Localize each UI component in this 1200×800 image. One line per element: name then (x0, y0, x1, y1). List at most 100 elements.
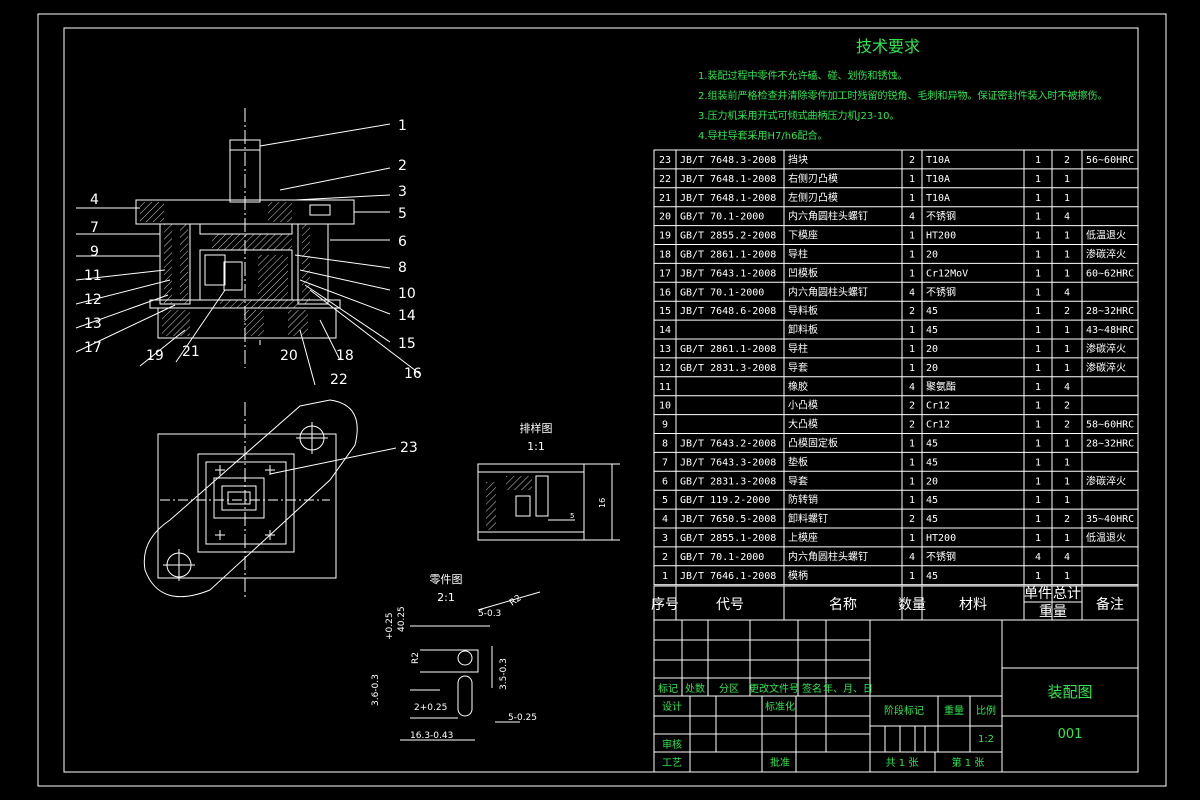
bom-cell-remarks: 56~60HRC (1086, 155, 1134, 166)
bom-cell-remarks: 渗碳淬火 (1086, 474, 1126, 487)
bom-cell-code: GB/T 70.1-2000 (680, 287, 764, 298)
bom-cell-total: 2 (1064, 401, 1070, 412)
bom-cell-no: 2 (662, 552, 668, 563)
bom-cell-material: 45 (926, 571, 938, 582)
bom-h-total: 总计 (1053, 586, 1081, 602)
title-block: 标记 处数 分区 更改文件号 签名 年、月、日 设计 标准化 阶段标记 重量 比… (653, 619, 1139, 773)
bom-cell-total: 1 (1064, 476, 1070, 487)
bom-cell-no: 15 (659, 306, 671, 317)
dim-3-5: 3.5-0.3 (499, 658, 509, 690)
bom-header: 序号 代号 名称 数量 材料 单件 总计 重量 备注 (651, 585, 1139, 621)
bom-cell-name: 小凸模 (788, 400, 818, 412)
tb-zone: 分区 (719, 683, 739, 695)
bom-h-single: 单件 (1024, 586, 1052, 602)
bom-cell-no: 4 (662, 514, 668, 525)
bom-cell-single: 1 (1035, 325, 1041, 336)
die-plate-outline (197, 453, 295, 553)
bom-cell-total: 4 (1064, 552, 1070, 563)
bom-cell-material: Cr12 (926, 420, 950, 431)
bom-cell-single: 1 (1035, 495, 1041, 506)
bom-cell-no: 12 (659, 363, 671, 374)
guide-sleeve-right (297, 223, 329, 305)
bom-cell-single: 1 (1035, 231, 1041, 242)
tech-requirements: 技术要求 1.装配过程中零件不允许磕、碰、划伤和锈蚀。 2.组装前严格检查并清除… (698, 37, 1108, 142)
bom-cell-remarks: 35~40HRC (1086, 514, 1134, 525)
svg-text:16: 16 (598, 498, 607, 508)
bom-cell-name: 垫板 (788, 455, 808, 468)
guide-sleeve (159, 223, 191, 305)
layout-scale: 1:1 (527, 440, 545, 453)
bom-cell-name: 右侧刃凸模 (788, 172, 838, 185)
bom-cell-single: 1 (1035, 287, 1041, 298)
bom-cell-code: JB/T 7648.3-2008 (680, 155, 776, 166)
bom-cell-name: 内六角圆柱头螺钉 (788, 285, 868, 298)
dim-radius-1: R2 (508, 593, 524, 608)
dim-3-6: 3.6-0.3 (371, 674, 381, 706)
tb-scale-label: 比例 (976, 704, 996, 717)
bom-cell-total: 1 (1064, 439, 1070, 450)
bom-cell-remarks: 渗碳淬火 (1086, 248, 1126, 261)
bom-cell-total: 1 (1064, 231, 1070, 242)
bom-cell-no: 21 (659, 193, 671, 204)
callout-7: 7 (90, 220, 99, 236)
bom-cell-code: GB/T 2861.1-2008 (680, 250, 776, 261)
bom-cell-single: 1 (1035, 306, 1041, 317)
callout-9: 9 (90, 244, 99, 260)
bom-cell-total: 1 (1064, 344, 1070, 355)
bom-cell-no: 9 (662, 420, 668, 431)
bom-cell-single: 1 (1035, 212, 1041, 223)
bom-cell-name: 导柱 (788, 248, 808, 261)
bom-cell-single: 1 (1035, 155, 1041, 166)
callout-20: 20 (280, 348, 298, 364)
bom-cell-code: JB/T 7643.2-2008 (680, 439, 776, 450)
callout-16: 16 (404, 366, 422, 382)
bom-cell-name: 左侧刃凸模 (788, 191, 838, 204)
bom-cell-material: T10A (926, 155, 950, 166)
bom-h-material: 材料 (959, 597, 987, 613)
callout-15: 15 (398, 336, 416, 352)
tech-item-1: 1.装配过程中零件不允许磕、碰、划伤和锈蚀。 (698, 69, 908, 82)
bom-cell-code: GB/T 119.2-2000 (680, 495, 770, 506)
bom-cell-no: 14 (659, 325, 671, 336)
bom-cell-no: 11 (659, 382, 671, 393)
bom-cell-material: 不锈钢 (926, 210, 956, 223)
bom-cell-material: 20 (926, 250, 938, 261)
bom-cell-qty: 4 (909, 212, 915, 223)
bom-cell-code: JB/T 7650.5-2008 (680, 514, 776, 525)
part-title: 零件图 (430, 573, 463, 586)
tb-total-sheets: 共 1 张 (886, 757, 919, 769)
bom-cell-qty: 4 (909, 552, 915, 563)
bom-cell-single: 1 (1035, 571, 1041, 582)
bom-cell-qty: 1 (909, 533, 915, 544)
tb-design: 设计 (662, 700, 682, 713)
bom-cell-no: 7 (662, 457, 668, 468)
bom-cell-single: 1 (1035, 533, 1041, 544)
bom-cell-name: 防转销 (788, 493, 818, 506)
dim-16-3: 16.3-0.43 (410, 731, 453, 741)
bom-cell-qty: 2 (909, 401, 915, 412)
bom-cell-no: 20 (659, 212, 671, 223)
bom-cell-qty: 1 (909, 174, 915, 185)
bom-cell-no: 19 (659, 231, 671, 242)
tb-scale-value: 1:2 (978, 734, 994, 745)
lower-die-base (157, 307, 337, 339)
bom-cell-code: JB/T 7648.1-2008 (680, 193, 776, 204)
bom-cell-code: GB/T 2861.1-2008 (680, 344, 776, 355)
callout-11: 11 (84, 268, 102, 284)
callout-2: 2 (398, 158, 407, 174)
tb-standardize: 标准化 (765, 700, 795, 713)
bom-cell-qty: 1 (909, 193, 915, 204)
bom-cell-total: 1 (1064, 325, 1070, 336)
bom-cell-single: 1 (1035, 268, 1041, 279)
bom-cell-total: 4 (1064, 212, 1070, 223)
bom-cell-material: HT200 (926, 231, 956, 242)
bom-cell-remarks: 渗碳淬火 (1086, 342, 1126, 355)
bom-cell-material: HT200 (926, 533, 956, 544)
bom-cell-material: 45 (926, 306, 938, 317)
dim-tol: +0.25 (385, 612, 395, 640)
